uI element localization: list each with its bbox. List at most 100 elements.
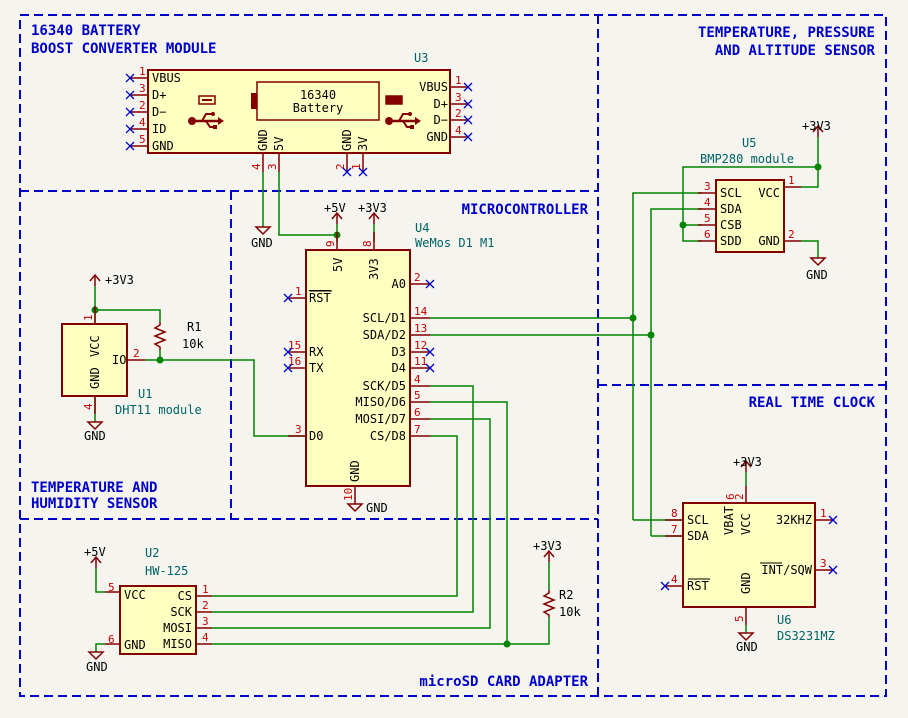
svg-text:SCL: SCL (720, 186, 742, 200)
u1-dht11-module[interactable]: VCC IO GND 1 2 4 U1 DHT11 module (61, 306, 202, 417)
svg-text:D3: D3 (392, 345, 406, 359)
r1-value: 10k (182, 337, 204, 351)
u4-wemos-d1-mini[interactable]: U4 WeMos D1 M1 5V 3V3 9 8 RST RX TX D0 1… (283, 221, 494, 504)
svg-text:3: 3 (704, 180, 711, 193)
u5-ref: U5 (742, 136, 756, 150)
svg-text:SCK: SCK (170, 605, 192, 619)
svg-text:2: 2 (788, 228, 795, 241)
section-title-th-1: TEMPERATURE AND (31, 480, 157, 496)
section-title-microsd: microSD CARD ADAPTER (419, 674, 588, 690)
u3-bottom-pins: GND 5V GND 3V 4 3 2 1 (250, 129, 370, 172)
svg-text:GND: GND (736, 640, 758, 654)
u2-hw125-sd-adapter[interactable]: U2 HW-125 VCC GND 5 6 CS SCK MOSI MISO 1… (105, 546, 212, 655)
u6-ref: U6 (777, 613, 791, 627)
section-title-rtc: REAL TIME CLOCK (749, 395, 876, 411)
svg-text:+3V3: +3V3 (358, 201, 387, 215)
svg-text:IO: IO (112, 353, 126, 367)
u3-nc-marks (125, 73, 473, 177)
power-3v3-u4: +3V3 (358, 201, 387, 224)
svg-text:14: 14 (414, 305, 428, 318)
svg-text:4: 4 (671, 573, 678, 586)
svg-text:VBUS: VBUS (152, 71, 181, 85)
u3-right-pins: VBUS D+ D− GND 1 3 2 4 (419, 74, 468, 144)
svg-text:1: 1 (139, 65, 146, 78)
svg-text:4: 4 (414, 373, 421, 386)
usb-port-left-icon (198, 95, 216, 105)
svg-text:GND: GND (152, 139, 174, 153)
svg-text:5: 5 (733, 615, 746, 622)
svg-text:3: 3 (295, 423, 302, 436)
svg-text:D−: D− (434, 113, 448, 127)
svg-text:GND: GND (366, 501, 388, 515)
r1-ref: R1 (187, 320, 201, 334)
svg-text:GND: GND (348, 460, 362, 482)
svg-text:MOSI/D7: MOSI/D7 (355, 412, 406, 426)
svg-text:CS/D8: CS/D8 (370, 429, 406, 443)
svg-text:RX: RX (309, 345, 324, 359)
svg-text:2: 2 (202, 599, 209, 612)
svg-text:3: 3 (139, 82, 146, 95)
svg-text:3: 3 (455, 91, 462, 104)
svg-text:6: 6 (724, 493, 737, 500)
svg-text:GND: GND (758, 234, 780, 248)
svg-text:4: 4 (250, 163, 263, 170)
svg-text:2: 2 (139, 99, 146, 112)
svg-text:GND: GND (256, 129, 270, 151)
svg-text:12: 12 (414, 339, 427, 352)
svg-text:GND: GND (251, 236, 273, 250)
svg-text:MISO/D6: MISO/D6 (355, 395, 406, 409)
r1-resistor[interactable]: R1 10k (152, 320, 204, 351)
section-title-microcontroller: MICROCONTROLLER (462, 202, 589, 218)
svg-text:GND: GND (84, 429, 106, 443)
u3-left-pins: VBUS D+ D− ID GND 1 3 2 4 5 (130, 65, 181, 153)
r2-ref: R2 (559, 588, 573, 602)
u6-value: DS3231MZ (777, 629, 835, 643)
u5-value: BMP280 module (700, 152, 794, 166)
svg-text:SCK/D5: SCK/D5 (363, 379, 406, 393)
svg-text:6: 6 (108, 633, 115, 646)
svg-text:SDA: SDA (720, 202, 742, 216)
svg-text:INT/SQW: INT/SQW (761, 563, 812, 577)
svg-text:4: 4 (82, 403, 95, 410)
r2-resistor[interactable]: R2 10k (541, 588, 581, 619)
svg-text:+3V3: +3V3 (105, 273, 134, 287)
svg-text:5: 5 (108, 581, 115, 594)
svg-text:1: 1 (455, 74, 462, 87)
svg-text:5: 5 (139, 133, 146, 146)
section-title-tpa-1: TEMPERATURE, PRESSURE (698, 25, 875, 41)
svg-text:5: 5 (414, 389, 421, 402)
u4-right-pins: A0 SCL/D1 SDA/D2 D3 D4 SCK/D5 MISO/D6 MO… (355, 271, 435, 443)
u3-battery-module[interactable]: U3 16340 Battery (125, 51, 473, 177)
power-5v-u4: +5V (324, 201, 346, 224)
u5-bmp280-module[interactable]: U5 BMP280 module SCL SDA CSB SDD 3 4 5 6… (698, 136, 801, 253)
svg-text:3: 3 (820, 557, 827, 570)
gnd-symbol-u3: GND (251, 226, 273, 250)
u2-ref: U2 (145, 546, 159, 560)
u4-value: WeMos D1 M1 (415, 236, 494, 250)
svg-text:SCL/D1: SCL/D1 (363, 311, 406, 325)
u2-value: HW-125 (145, 564, 188, 578)
svg-text:4: 4 (455, 124, 462, 137)
svg-text:VCC: VCC (124, 588, 146, 602)
section-title-battery-1: 16340 BATTERY (31, 23, 141, 39)
svg-text:VCC: VCC (758, 186, 780, 200)
svg-text:4: 4 (704, 196, 711, 209)
svg-text:1: 1 (82, 314, 95, 321)
svg-text:A0: A0 (392, 277, 406, 291)
u4-ref: U4 (415, 221, 429, 235)
svg-text:2: 2 (414, 271, 421, 284)
svg-text:+5V: +5V (84, 545, 106, 559)
section-borders (19, 14, 887, 697)
svg-text:8: 8 (361, 240, 374, 247)
svg-text:VBUS: VBUS (419, 80, 448, 94)
outer-border (19, 14, 887, 697)
svg-text:3V: 3V (356, 137, 370, 151)
svg-text:5: 5 (704, 212, 711, 225)
battery-label-1: 16340 (300, 88, 336, 102)
svg-text:4: 4 (202, 631, 209, 644)
u6-ds3231-rtc[interactable]: U6 DS3231MZ SCL SDA RST 8 7 4 VBAT VCC 6… (660, 486, 838, 643)
gnd-symbol-u1: GND (84, 421, 106, 443)
svg-text:5V: 5V (331, 258, 345, 272)
svg-text:GND: GND (340, 129, 354, 151)
